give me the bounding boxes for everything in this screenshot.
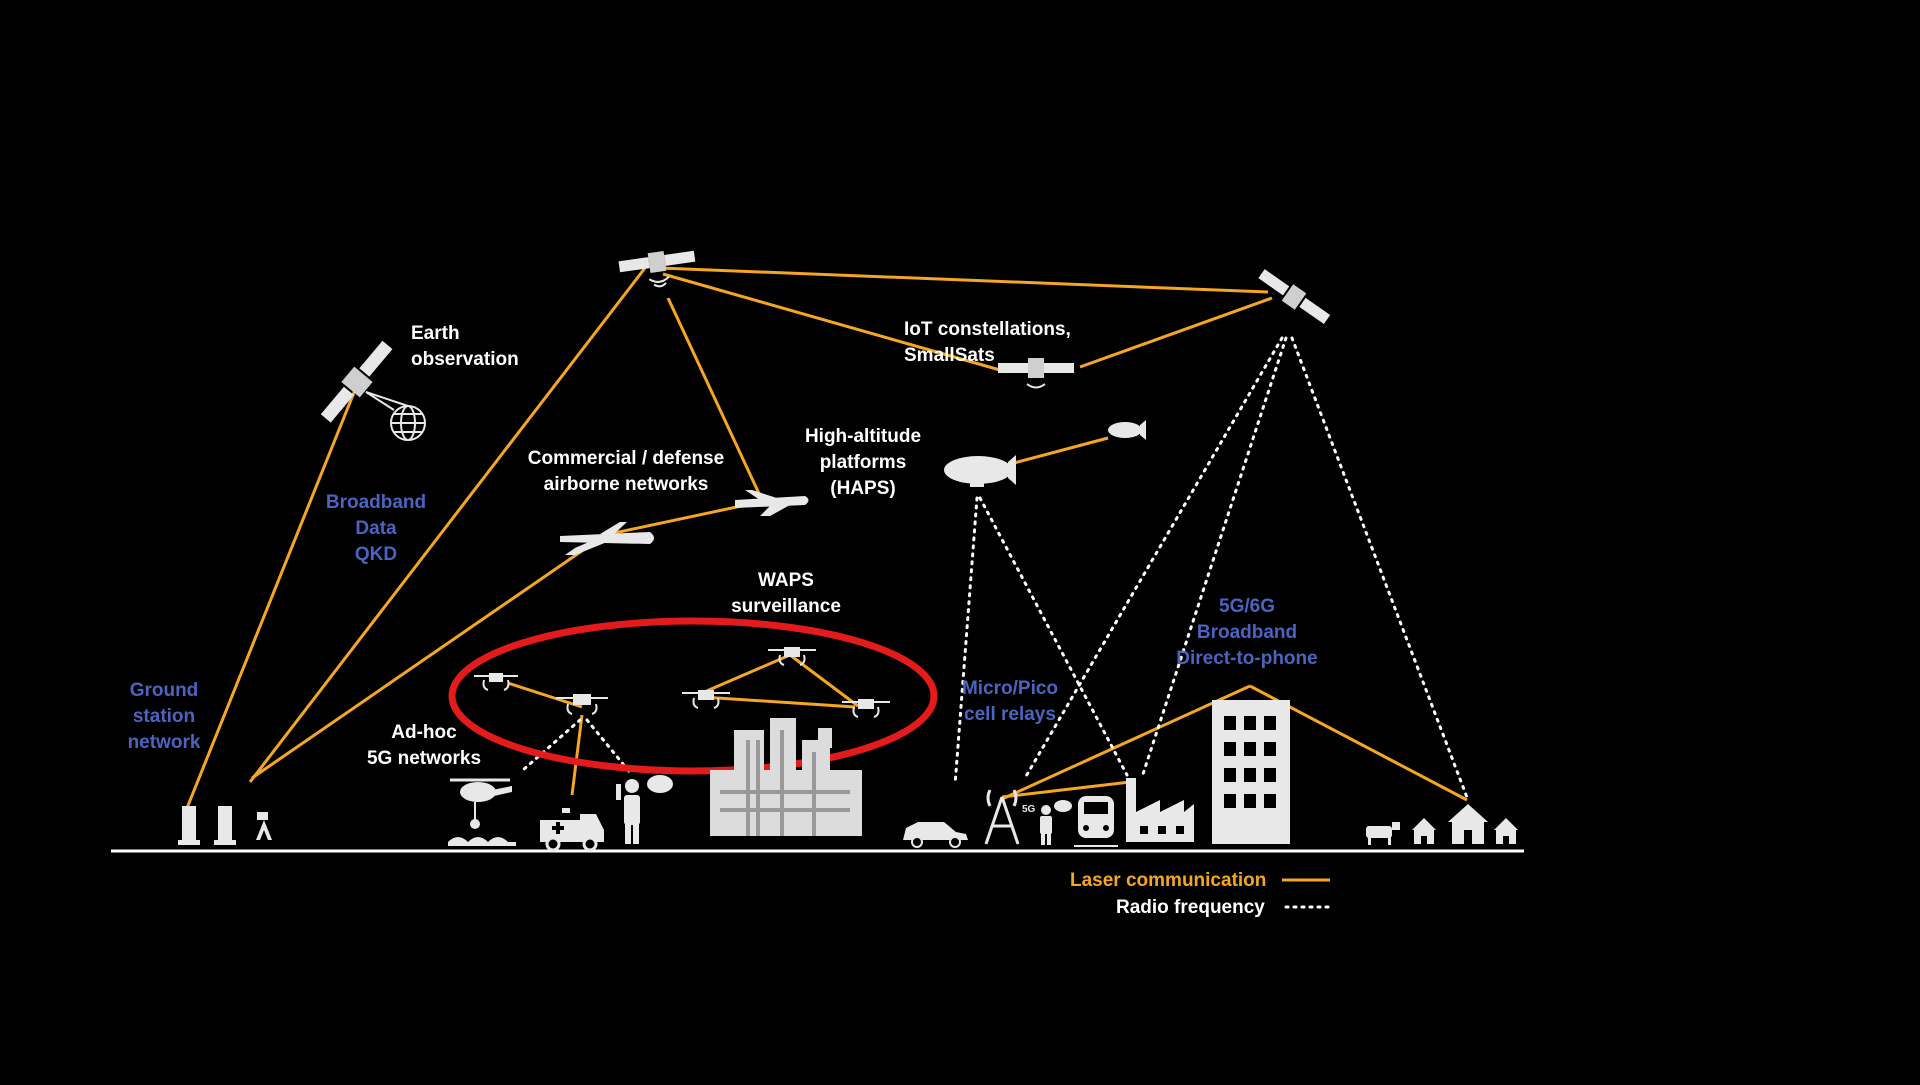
airship-icon: [944, 455, 1016, 487]
hut-icon: [1412, 804, 1518, 844]
drone-icon: [474, 647, 890, 718]
helicopter-icon: [448, 778, 516, 846]
waps-highlight-ellipse: [448, 617, 938, 775]
satellite-icon: [998, 358, 1074, 389]
tall-building-icon: [1212, 700, 1290, 844]
ambulance-icon: [540, 808, 604, 852]
satellite-icon: [320, 340, 393, 423]
train-icon: [1074, 796, 1118, 847]
satellite-icon: [618, 250, 696, 288]
factory-icon: [1126, 778, 1194, 842]
cow-icon: [1366, 822, 1400, 845]
laser-links: [185, 266, 1468, 882]
legend-laser-label: Laser communication: [1070, 870, 1267, 891]
tower-5g-tag: 5G: [1022, 804, 1036, 815]
city-buildings-icon: [710, 718, 862, 836]
airship-small-icon: [1108, 420, 1146, 440]
label-iot-constellations: IoT constellations,SmallSats: [904, 319, 1071, 366]
legend-radio-label: Radio frequency: [1116, 897, 1265, 918]
radio-links: [521, 336, 1470, 909]
person-phone-icon: [616, 775, 673, 844]
satellite-icon: [1258, 269, 1331, 325]
person-5g-icon: [1040, 800, 1072, 845]
car-icon: [903, 822, 968, 848]
cell-tower-icon: [984, 789, 1020, 845]
airplane-icon: [735, 490, 809, 516]
globe-icon: [365, 391, 426, 441]
drone-aircraft-icon: [560, 522, 654, 555]
ground-station-icon: [178, 806, 272, 845]
